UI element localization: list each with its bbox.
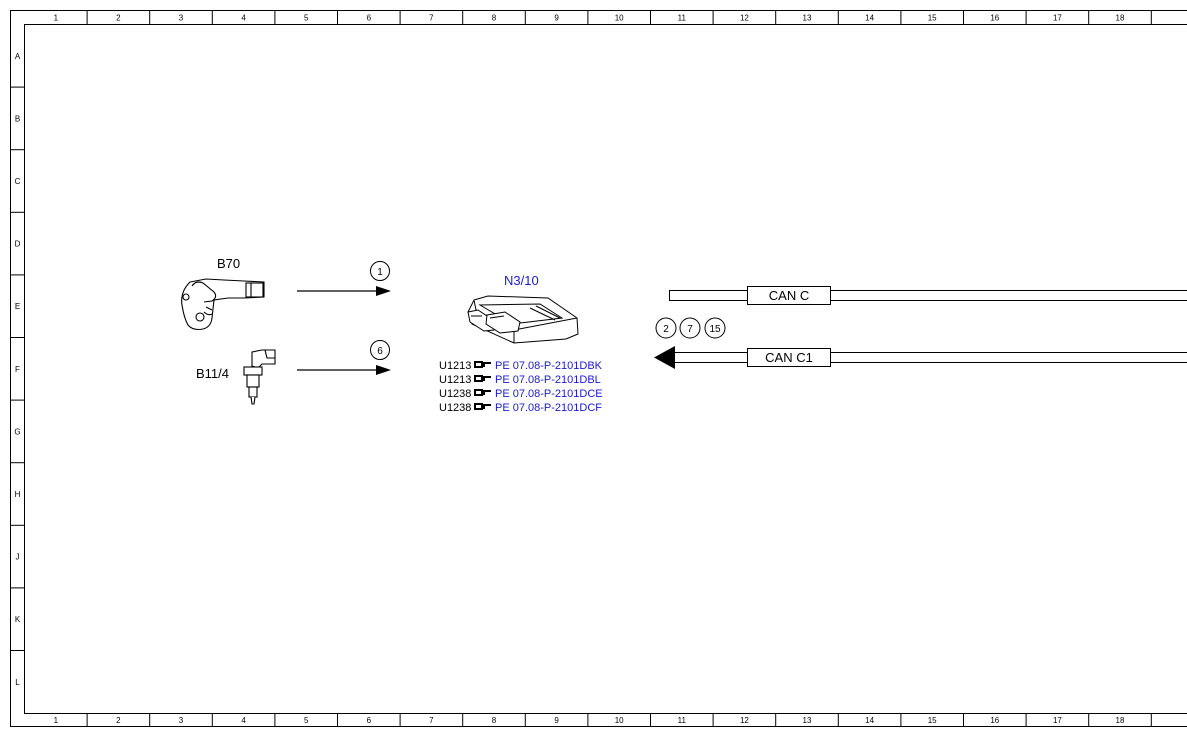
- column-number: 9: [554, 716, 559, 725]
- column-number: 3: [179, 716, 184, 725]
- b70-sensor-icon: [181, 278, 265, 331]
- bus-number-circle: [704, 317, 726, 339]
- bus-number-circle: [655, 317, 677, 339]
- pointing-hand-icon: [474, 389, 491, 396]
- b11-4-label: B11/4: [196, 366, 229, 381]
- b70-component[interactable]: B70: [181, 256, 265, 331]
- bus-number-circle: [679, 317, 701, 339]
- row-ruler-left: A B C D E F G H J K L: [11, 52, 24, 687]
- bus-number: 7: [687, 324, 693, 335]
- column-number: 15: [928, 716, 937, 725]
- column-number: 9: [554, 14, 559, 23]
- column-number: 3: [179, 14, 184, 23]
- reference-row: U1238 PE 07.08-P-2101DCF: [439, 402, 602, 414]
- column-number: 12: [740, 716, 749, 725]
- can-c1-label: CAN C1: [765, 350, 813, 365]
- column-number: 8: [492, 14, 497, 23]
- fault-code: U1238: [439, 402, 471, 414]
- column-number: 16: [990, 14, 999, 23]
- row-letter: A: [15, 52, 21, 61]
- bus-circle-group: 2 7 15: [655, 317, 726, 339]
- pointing-hand-icon: [474, 375, 491, 382]
- column-number: 18: [1116, 716, 1125, 725]
- can-c1-arrowhead: [654, 346, 675, 369]
- column-number: 18: [1116, 14, 1125, 23]
- row-letter: E: [15, 302, 20, 311]
- control-unit-icon: [467, 295, 579, 344]
- b70-label: B70: [217, 256, 240, 271]
- column-number: 2: [116, 14, 121, 23]
- column-number: 15: [928, 14, 937, 23]
- row-letter: D: [15, 240, 21, 249]
- column-number: 5: [304, 14, 309, 23]
- reference-row: U1213 PE 07.08-P-2101DBK: [439, 360, 603, 372]
- column-number: 1: [54, 14, 59, 23]
- column-number: 10: [615, 716, 624, 725]
- column-number: 16: [990, 716, 999, 725]
- column-number: 13: [803, 14, 812, 23]
- reference-link[interactable]: PE 07.08-P-2101DBK: [495, 360, 603, 372]
- reference-row: U1238 PE 07.08-P-2101DCE: [439, 388, 603, 400]
- row-letter: L: [15, 678, 20, 687]
- column-number: 7: [429, 716, 434, 725]
- row-letter: J: [16, 553, 20, 562]
- column-number: 6: [367, 14, 372, 23]
- column-number: 17: [1053, 716, 1062, 725]
- column-number: 7: [429, 14, 434, 23]
- column-number: 14: [865, 716, 874, 725]
- b11-4-sensor-icon: [243, 349, 276, 405]
- can-c-bus: CAN C: [669, 286, 1187, 305]
- bus-number: 15: [709, 324, 721, 335]
- column-number: 12: [740, 14, 749, 23]
- signal-number-circle: [370, 261, 390, 281]
- column-number: 11: [678, 716, 687, 725]
- reference-link[interactable]: PE 07.08-P-2101DCE: [495, 388, 603, 400]
- can-c1-label-box: [747, 348, 831, 367]
- can-c-label: CAN C: [769, 288, 809, 303]
- column-number: 5: [304, 716, 309, 725]
- fault-code: U1213: [439, 374, 471, 386]
- column-number: 4: [241, 14, 246, 23]
- can-c1-bus: CAN C1: [654, 346, 1187, 369]
- column-number: 17: [1053, 14, 1062, 23]
- signal-arrow-b70: 1: [297, 261, 391, 296]
- reference-row: U1213 PE 07.08-P-2101DBL: [439, 374, 601, 386]
- column-number: 2: [116, 716, 121, 725]
- can-c-label-box: [747, 286, 831, 305]
- column-number: 4: [241, 716, 246, 725]
- column-number: 14: [865, 14, 874, 23]
- b11-4-component[interactable]: B11/4: [196, 349, 276, 405]
- pointing-hand-icon: [474, 361, 491, 368]
- n3-10-label[interactable]: N3/10: [504, 273, 539, 288]
- signal-number: 6: [377, 346, 383, 357]
- diagram-border: [10, 10, 1187, 727]
- pointing-hand-icon: [474, 403, 491, 410]
- reference-link[interactable]: PE 07.08-P-2101DBL: [495, 374, 601, 386]
- column-number: 1: [54, 716, 59, 725]
- row-letter: B: [15, 114, 20, 123]
- column-number: 6: [367, 716, 372, 725]
- reference-list: U1213 PE 07.08-P-2101DBK U1213 PE 07.08-P-2…: [439, 360, 603, 414]
- column-number: 11: [678, 14, 687, 23]
- signal-number-circle: [370, 340, 390, 360]
- fault-code: U1213: [439, 360, 471, 372]
- row-letter: G: [14, 427, 20, 436]
- row-letter: H: [15, 490, 21, 499]
- signal-number: 1: [377, 267, 383, 278]
- row-letter: C: [15, 177, 21, 186]
- bus-number: 2: [663, 324, 669, 335]
- column-number: 13: [803, 716, 812, 725]
- row-letter: K: [15, 615, 21, 624]
- signal-arrow-b11-4: 6: [297, 340, 391, 375]
- row-letter: F: [15, 365, 20, 374]
- n3-10-component[interactable]: N3/10: [467, 273, 579, 344]
- reference-link[interactable]: PE 07.08-P-2101DCF: [495, 402, 602, 414]
- column-number: 10: [615, 14, 624, 23]
- column-number: 8: [492, 716, 497, 725]
- fault-code: U1238: [439, 388, 471, 400]
